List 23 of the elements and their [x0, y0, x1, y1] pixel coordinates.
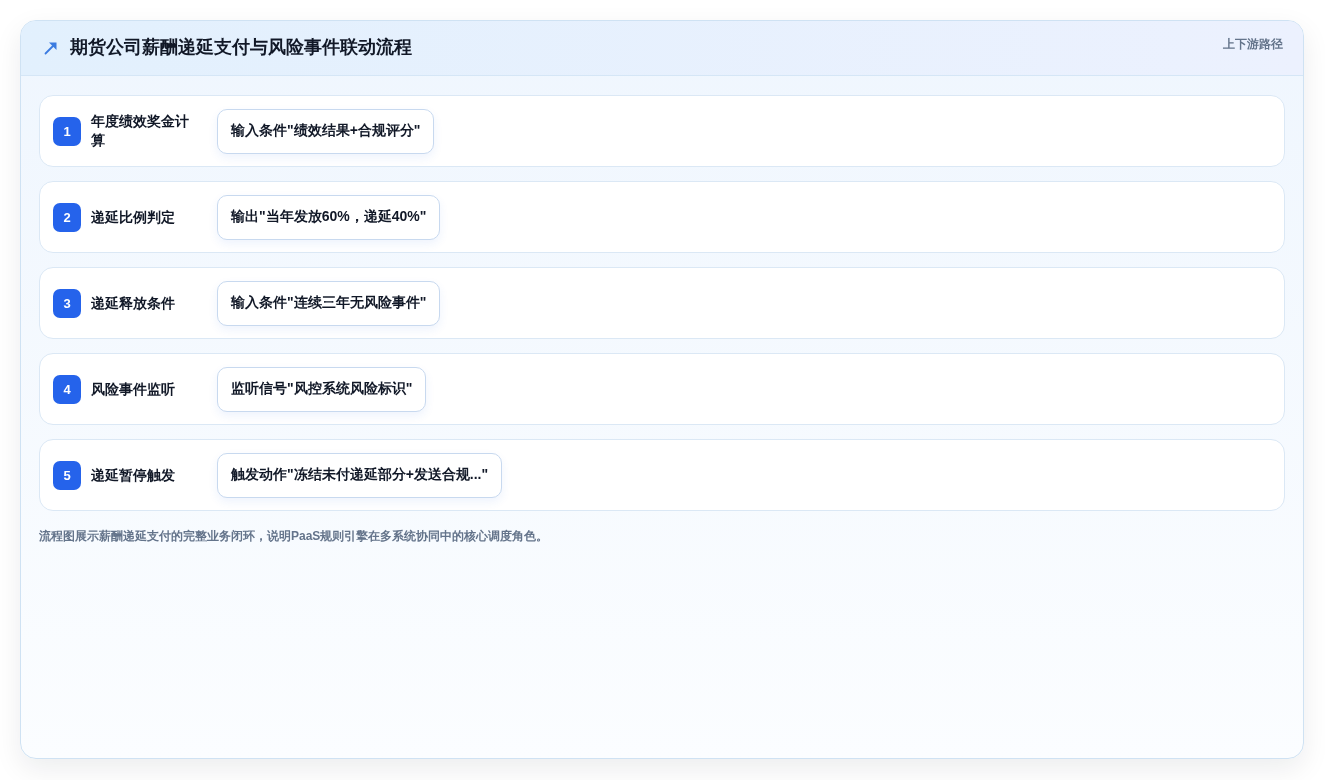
condition-pill: 输入条件"绩效结果+合规评分" — [217, 108, 435, 154]
condition-pill: 输出"当年发放60%，递延40%" — [217, 194, 441, 240]
condition-pill: 监听信号"风控系统风险标识" — [217, 366, 427, 412]
step-number-badge: 2 — [53, 202, 81, 232]
step-title: 风险事件监听 — [91, 379, 175, 399]
step-title: 递延释放条件 — [91, 293, 175, 313]
step-title: 递延比例判定 — [91, 207, 175, 227]
condition-pill: 触发动作"冻结未付递延部分+发送合规..." — [217, 452, 503, 498]
step-card — [39, 439, 1285, 511]
step-number-badge: 5 — [53, 460, 81, 490]
step-card — [39, 353, 1285, 425]
diagram-title: 期货公司薪酬递延支付与风险事件联动流程 — [70, 37, 412, 59]
step-card — [39, 181, 1285, 253]
step-title: 年度绩效奖金计算 — [91, 112, 190, 150]
condition-pill: 输入条件"连续三年无风险事件" — [217, 280, 441, 326]
step-number-badge: 1 — [53, 116, 81, 146]
caption-text: 流程图展示薪酬递延支付的完整业务闭环，说明PaaS规则引擎在多系统协同中的核心调度角色。 — [39, 528, 549, 545]
step-title: 递延暂停触发 — [91, 465, 175, 485]
header-note: 上下游路径 — [1223, 36, 1283, 53]
step-card — [39, 267, 1285, 339]
step-number-badge: 3 — [53, 288, 81, 318]
step-number-badge: 4 — [53, 374, 81, 404]
step-card — [39, 95, 1285, 167]
